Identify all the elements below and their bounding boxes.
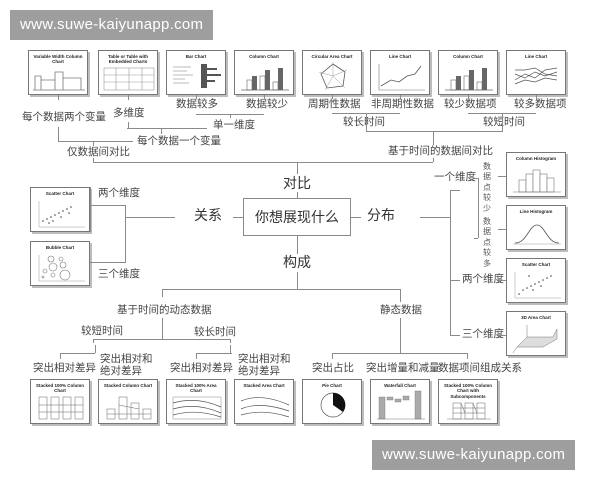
card-scatter-chart-relationship: Scatter Chart bbox=[30, 187, 90, 232]
label-single-dim: 单一维度 bbox=[213, 119, 255, 131]
label-multi-dim: 多维度 bbox=[113, 107, 145, 119]
branch-distribution: 分布 bbox=[367, 208, 395, 224]
card-column-chart: Column Chart bbox=[234, 50, 294, 95]
label-few-categories: 较少数据项 bbox=[444, 98, 497, 110]
label-relative-absolute-1: 突出相对和绝对差异 bbox=[100, 353, 153, 377]
card-variable-width-column-chart: Variable Width Column Chart bbox=[28, 50, 88, 95]
card-stacked-column: Stacked Column Chart bbox=[98, 379, 158, 424]
label-short-time: 较短时间 bbox=[483, 116, 525, 128]
label-rel-three-vars: 三个维度 bbox=[98, 268, 140, 280]
label-relative-absolute-2: 突出相对和绝对差异 bbox=[238, 353, 291, 377]
label-dist-three-vars: 三个维度 bbox=[462, 328, 504, 340]
label-dist-two-vars: 两个维度 bbox=[462, 273, 504, 285]
label-dist-many-points: 数据点较多 bbox=[483, 217, 491, 268]
card-stacked-100-area: Stacked 100% Area Chart bbox=[166, 379, 226, 424]
label-cyclical: 周期性数据 bbox=[308, 98, 361, 110]
label-dist-few-points: 数据点较少 bbox=[483, 162, 491, 213]
card-pie-chart: Pie Chart bbox=[302, 379, 362, 424]
card-3d-area-chart: 3D Area Chart bbox=[506, 311, 566, 356]
card-table-embedded-charts: Table or Table with Embedded Charts bbox=[98, 50, 158, 95]
column-chart-icon bbox=[445, 68, 493, 91]
stacked-column-icon bbox=[106, 396, 152, 420]
label-static: 静态数据 bbox=[380, 304, 422, 316]
watermark-top: www.suwe-kaiyunapp.com bbox=[10, 10, 214, 40]
label-components: 数据项间组成关系 bbox=[438, 362, 522, 374]
branch-comparison: 对比 bbox=[283, 176, 311, 192]
waterfall-chart-icon bbox=[377, 390, 425, 420]
card-waterfall-chart: Waterfall Chart bbox=[370, 379, 430, 424]
label-changing-over-time: 基于时间的动态数据 bbox=[117, 304, 212, 316]
bubble-chart-icon bbox=[38, 255, 85, 282]
label-rel-two-vars: 两个维度 bbox=[98, 187, 140, 199]
branch-relationship: 关系 bbox=[194, 208, 222, 224]
label-few-periods: 较短时间 bbox=[81, 325, 123, 337]
label-few-items: 数据较少 bbox=[246, 98, 288, 110]
card-stacked-area: Stacked Area Chart bbox=[234, 379, 294, 424]
card-line-chart-noncyclical: Line Chart bbox=[370, 50, 430, 95]
label-share-of-total: 突出占比 bbox=[312, 362, 354, 374]
center-question-box: 你想展现什么 bbox=[243, 198, 351, 236]
card-column-chart-few-categories: Column Chart bbox=[438, 50, 498, 95]
card-bar-chart: Bar Chart bbox=[166, 50, 226, 95]
radar-chart-icon bbox=[318, 62, 348, 91]
line-histogram-icon bbox=[513, 224, 561, 245]
card-line-histogram: Line Histogram bbox=[506, 205, 566, 250]
line-chart-icon bbox=[378, 64, 425, 91]
label-dist-single-var: 一个维度 bbox=[434, 171, 476, 183]
pie-chart-icon bbox=[320, 392, 346, 418]
card-bubble-chart: Bubble Chart bbox=[30, 241, 90, 286]
label-two-vars-per-item: 每个数据两个变量 bbox=[22, 111, 106, 123]
column-chart-icon bbox=[241, 68, 289, 91]
stacked-column-subcomponents-icon bbox=[447, 402, 491, 420]
label-long-time: 较长时间 bbox=[343, 116, 385, 128]
branch-composition: 构成 bbox=[283, 255, 311, 271]
card-stacked-100-column: Stacked 100% Column Chart bbox=[30, 379, 90, 424]
watermark-bottom: www.suwe-kaiyunapp.com bbox=[372, 440, 576, 470]
label-many-categories: 较多数据项 bbox=[514, 98, 567, 110]
card-line-chart-many-categories: Line Chart bbox=[506, 50, 566, 95]
label-many-periods: 较长时间 bbox=[194, 326, 236, 338]
label-many-items: 数据较多 bbox=[176, 98, 218, 110]
scatter-chart-icon bbox=[38, 201, 85, 228]
card-circular-area-chart: Circular Area Chart bbox=[302, 50, 362, 95]
variable-width-column-icon bbox=[33, 71, 85, 91]
card-stacked-100-column-subcomponents: Stacked 100% Column Chart with Subcompon… bbox=[438, 379, 498, 424]
label-relative-only-1: 突出相对差异 bbox=[33, 362, 96, 374]
label-relative-only-2: 突出相对差异 bbox=[170, 362, 233, 374]
label-among-items: 仅数据间对比 bbox=[67, 146, 130, 158]
card-scatter-chart-distribution: Scatter Chart bbox=[506, 258, 566, 303]
stacked-area-icon bbox=[240, 397, 290, 418]
column-histogram-icon bbox=[513, 169, 561, 193]
scatter-chart-icon bbox=[514, 272, 561, 299]
table-icon bbox=[103, 67, 155, 91]
label-non-cyclical: 非周期性数据 bbox=[371, 98, 434, 110]
3d-area-chart-icon bbox=[512, 325, 558, 354]
stacked-100-column-icon bbox=[38, 396, 84, 420]
stacked-100-area-icon bbox=[172, 396, 222, 420]
bar-chart-icon bbox=[173, 64, 221, 88]
label-accumulation: 突出增量和减量 bbox=[366, 362, 440, 374]
label-over-time: 基于时间的数据间对比 bbox=[388, 145, 493, 157]
multi-line-chart-icon bbox=[514, 67, 558, 85]
card-column-histogram: Column Histogram bbox=[506, 152, 566, 197]
label-one-var-per-item: 每个数据一个变量 bbox=[137, 135, 221, 147]
